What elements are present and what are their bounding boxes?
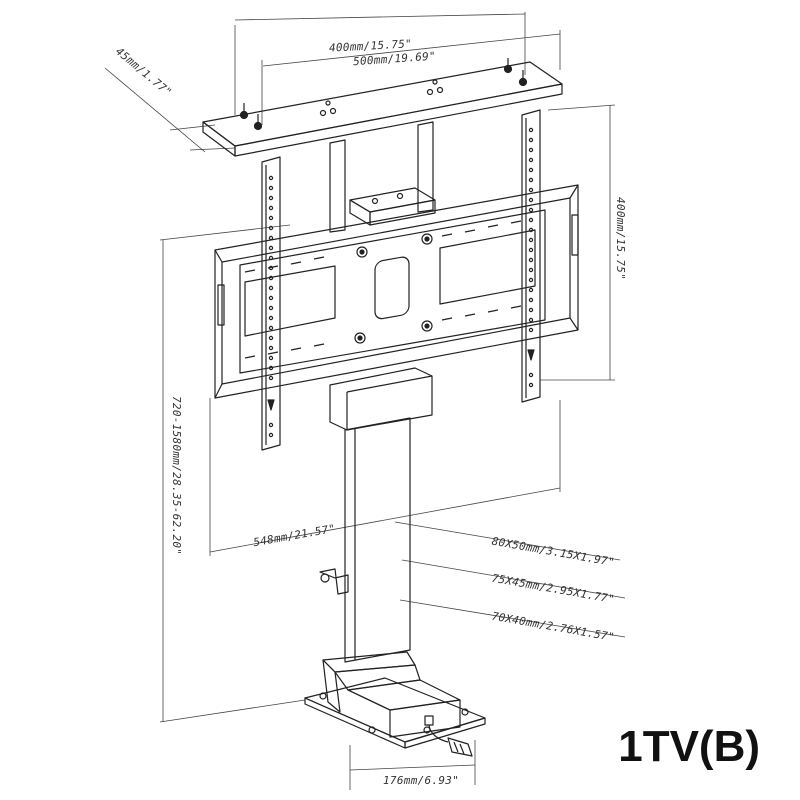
vesa-arm-right	[521, 109, 541, 403]
vesa-arm-left	[261, 156, 281, 451]
dim-column-upper: 80X50mm/3.15X1.97"	[491, 535, 616, 569]
top-bracket	[202, 61, 563, 157]
model-label: 1TV(B)	[618, 722, 760, 771]
dim-top-width-400: 400mm/15.75"	[329, 37, 413, 54]
frame-bolts	[354, 233, 433, 344]
dim-vesa-height: 400mm/15.75"	[614, 197, 627, 280]
dim-top-width-500: 500mm/19.69"	[353, 50, 437, 69]
dim-bracket-width: 548mm/21.57"	[252, 522, 336, 549]
lift-base	[304, 651, 486, 757]
motor-head	[349, 187, 436, 226]
rear-rails	[329, 121, 434, 233]
dim-column-lower: 70X40mm/2.76X1.57"	[491, 610, 616, 644]
dim-column-middle: 75X45mm/2.95X1.77"	[491, 572, 616, 606]
dim-base-width: 176mm/6.93"	[383, 774, 459, 787]
lift-column	[319, 367, 433, 663]
dim-top-depth: 45mm/1.77"	[113, 45, 174, 99]
dim-lift-range: 720-1580mm/28.35-62.20"	[170, 396, 183, 555]
bracket-screws	[239, 58, 528, 131]
dimension-lines	[104, 12, 626, 790]
frame-slots	[244, 220, 522, 359]
tv-frame	[214, 184, 579, 399]
